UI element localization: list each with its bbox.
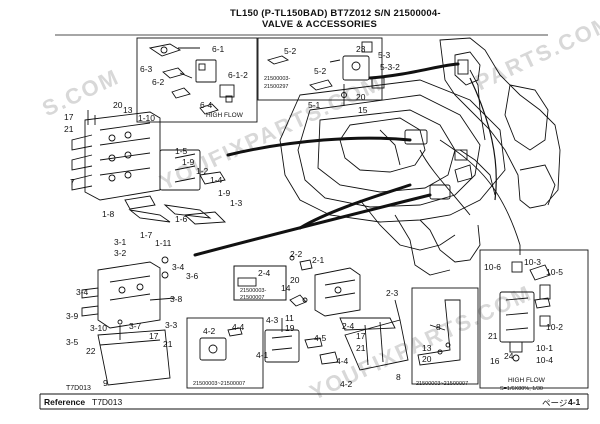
callout-2-4: 2-4 (342, 321, 355, 331)
callout-24: 24 (504, 351, 514, 361)
callout-17: 17 (149, 331, 159, 341)
callout-20: 20 (422, 354, 432, 364)
callout-3-6: 3-6 (186, 271, 199, 281)
callout-10-3: 10-3 (524, 257, 542, 267)
callout-21: 21 (163, 339, 173, 349)
callout-1-6: 1-6 (175, 214, 188, 224)
callout-3-4: 3-4 (76, 287, 89, 297)
callout-21: 21 (488, 331, 498, 341)
callout-17: 17 (356, 331, 366, 341)
callout-3-7: 3-7 (129, 321, 142, 331)
callout-4-5: 4-5 (314, 333, 327, 343)
callout-1-3: 1-3 (230, 198, 243, 208)
callout-14: 14 (281, 283, 291, 293)
callout-4-4: 4-4 (232, 322, 245, 332)
callout-16: 16 (490, 356, 500, 366)
callout-11: 11 (285, 313, 294, 323)
callout-6-2: 6-2 (152, 77, 165, 87)
serial-text: 21500003- (264, 76, 291, 82)
callout-4-2: 4-2 (340, 379, 353, 389)
callout-10-5: 10-5 (546, 267, 564, 277)
callout-6-1-2: 6-1-2 (228, 70, 248, 80)
callout-10-1: 10-1 (536, 343, 554, 353)
high-flow-caption: HIGH FLOW (206, 112, 243, 119)
serial-text: 21500003~21500007 (416, 381, 469, 387)
callout-1-2: 1-2 (196, 166, 209, 176)
scale-note: S=1/6X80%, 1/30 (500, 386, 543, 392)
code-small: T7D013 (66, 385, 91, 392)
callout-9: 9 (103, 378, 108, 388)
callout-21: 21 (356, 343, 366, 353)
page-number: 4-1 (568, 397, 581, 407)
callout-3-3: 3-3 (165, 320, 178, 330)
callout-1-7: 1-7 (140, 230, 153, 240)
callout-4-1: 4-1 (256, 350, 269, 360)
callout-1-11: 1-11 (155, 238, 172, 248)
serial-text: 21500003~21500007 (193, 381, 246, 387)
callout-5-3: 5-3 (378, 50, 391, 60)
callout-8: 8 (396, 372, 401, 382)
callout-10-4: 10-4 (536, 355, 554, 365)
callout-3-8: 3-8 (170, 294, 183, 304)
reference-label: Reference (44, 397, 86, 407)
callout-17: 17 (64, 112, 74, 122)
callout-3-2: 3-2 (114, 248, 127, 258)
callout-4-3: 4-3 (266, 315, 279, 325)
callout-3-9: 3-9 (66, 311, 79, 321)
callout-13: 13 (123, 105, 133, 115)
callout-3-10: 3-10 (90, 323, 108, 333)
callout-13: 13 (422, 343, 432, 353)
callout-1-9: 1-9 (182, 157, 195, 167)
callout-2-3: 2-3 (386, 288, 399, 298)
callout-4-2: 4-2 (203, 326, 216, 336)
callout-7: 7 (70, 177, 75, 187)
callout-10-6: 10-6 (484, 262, 502, 272)
callout-10-2: 10-2 (546, 322, 564, 332)
callout-23: 23 (356, 44, 366, 54)
callout-1-9: 1-9 (218, 188, 231, 198)
callout-6-4: 6-4 (200, 100, 213, 110)
callout-5-3-2: 5-3-2 (380, 62, 400, 72)
serial-text: 21500007 (240, 295, 265, 301)
callout-2-1: 2-1 (312, 255, 325, 265)
serial-text: 21500003- (240, 288, 267, 294)
callout-5-2: 5-2 (284, 46, 297, 56)
callout-20: 20 (356, 92, 366, 102)
page-title: TL150 (P-TL150BAD) BT7Z012 S/N 21500004- (230, 8, 441, 19)
callout-8: 8 (436, 322, 441, 332)
callout-6-1: 6-1 (212, 44, 225, 54)
callout-3-1: 3-1 (114, 237, 127, 247)
callout-2-2: 2-2 (290, 249, 303, 259)
callout-2-4: 2-4 (258, 268, 271, 278)
callout-6-3: 6-3 (140, 64, 153, 74)
callout-3-5: 3-5 (66, 337, 79, 347)
page-subtitle: VALVE & ACCESSORIES (262, 19, 378, 30)
high-flow-caption: HIGH FLOW (508, 377, 545, 384)
callout-20: 20 (113, 100, 123, 110)
callout-5-2: 5-2 (314, 66, 327, 76)
callout-1-8: 1-8 (102, 209, 115, 219)
callout-3-4: 3-4 (172, 262, 185, 272)
callout-1-10: 1-10 (138, 113, 156, 123)
callout-4-4: 4-4 (336, 356, 349, 366)
reference-code: T7D013 (92, 397, 123, 407)
callout-21: 21 (64, 124, 74, 134)
callout-15: 15 (358, 105, 368, 115)
serial-text: 21500297 (264, 84, 289, 90)
callout-1-4: 1-4 (210, 175, 223, 185)
callout-5-1: 5-1 (308, 100, 321, 110)
callout-20: 20 (290, 275, 300, 285)
callout-1-5: 1-5 (175, 146, 188, 156)
callout-19: 19 (285, 323, 295, 333)
page-label: ページ (542, 398, 568, 408)
callout-22: 22 (86, 346, 96, 356)
